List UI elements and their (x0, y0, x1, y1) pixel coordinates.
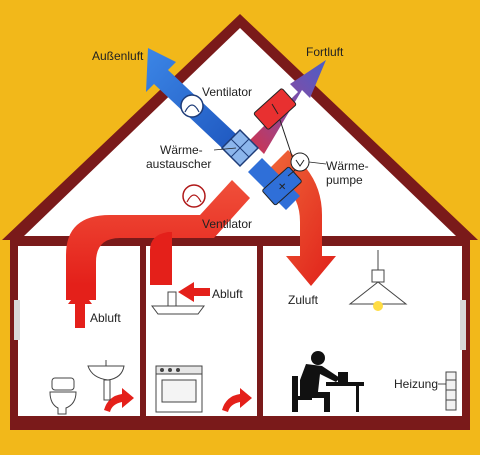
range-hood-icon (151, 291, 205, 315)
label-abluft-left: Abluft (90, 311, 121, 325)
partition-wall-left (140, 246, 146, 416)
partition-wall-right (257, 246, 263, 416)
heat-pump-icon: ✕ (253, 88, 310, 206)
label-waermetauscher-line1: Wärme- (160, 143, 203, 157)
label-zuluft: Zuluft (288, 293, 319, 307)
heat-exchanger-icon (220, 128, 260, 168)
label-aussenluft: Außenluft (92, 49, 144, 63)
svg-text:✕: ✕ (278, 182, 286, 193)
abluft-duct-left-branch (66, 180, 250, 285)
stove-icon (155, 365, 203, 413)
arrow-curve-left (104, 388, 134, 412)
label-waermepumpe-line1: Wärme- (326, 159, 369, 173)
arrow-curve-right (222, 388, 252, 412)
label-waermepumpe-line2: pumpe (326, 173, 363, 187)
fan-icon (180, 94, 204, 118)
window-right (460, 300, 466, 350)
fan-icon (182, 184, 206, 208)
arrow-up-left (68, 288, 92, 328)
sink-icon (87, 360, 125, 401)
abluft-arrows (68, 282, 252, 412)
window-left (14, 300, 20, 340)
ceiling-lamp-icon (348, 250, 408, 311)
label-fortluft: Fortluft (306, 45, 344, 59)
label-ventilator-bottom: Ventilator (202, 217, 252, 231)
label-heizung: Heizung (394, 377, 438, 391)
arrow-left-mid (178, 282, 210, 302)
leader-waermetauscher (213, 147, 237, 151)
toilet-icon (49, 377, 77, 415)
leader-waermepumpe (308, 161, 327, 165)
floor-slab (10, 416, 470, 430)
radiator-icon (445, 371, 457, 411)
label-abluft-mid: Abluft (212, 287, 243, 301)
abluft-duct-right-branch (150, 232, 172, 285)
person-at-desk-icon (292, 351, 364, 412)
label-waermetauscher-line2: austauscher (146, 157, 211, 171)
label-ventilator-top: Ventilator (202, 85, 252, 99)
